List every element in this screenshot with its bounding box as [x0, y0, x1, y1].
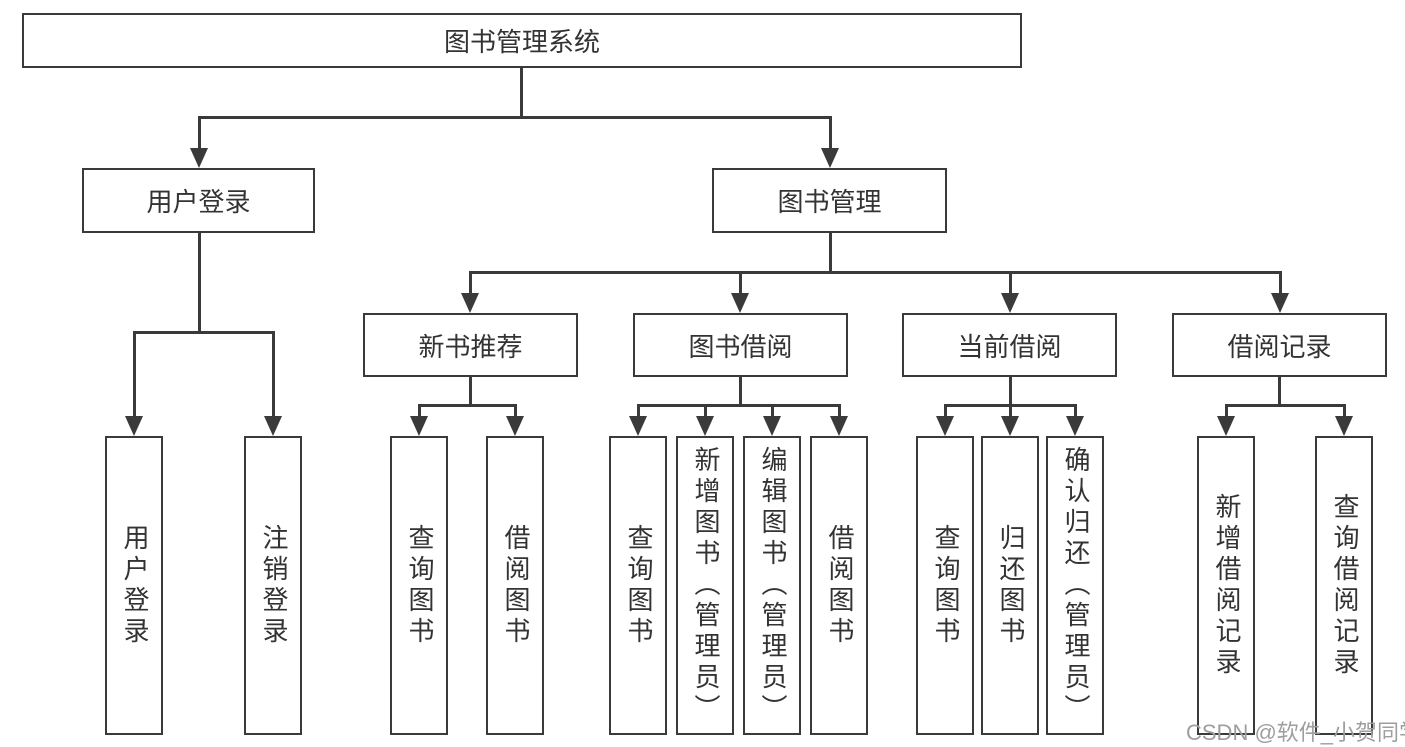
connector-line — [197, 116, 201, 148]
connector-line — [1073, 404, 1077, 417]
connector-line — [1009, 377, 1012, 407]
connector-line — [417, 404, 421, 417]
arrowhead-icon — [410, 416, 428, 436]
arrowhead-icon — [1001, 416, 1019, 436]
node-user-login: 用户登录 — [82, 168, 315, 233]
connector-line — [837, 404, 841, 417]
arrowhead-icon — [696, 416, 714, 436]
connector-line — [132, 331, 136, 417]
leaf-borrow-book-recommend: 借阅图书 — [486, 436, 544, 735]
connector-line — [828, 233, 832, 274]
arrowhead-icon — [731, 293, 749, 313]
arrowhead-icon — [1271, 293, 1289, 313]
arrowhead-icon — [1066, 416, 1084, 436]
arrowhead-icon — [264, 416, 282, 436]
leaf-edit-book-admin: 编辑图书（管理员） — [743, 436, 801, 735]
leaf-query-borrow-record: 查询借阅记录 — [1315, 436, 1373, 735]
arrowhead-icon — [821, 148, 839, 168]
connector-line — [417, 404, 517, 407]
connector-line — [1278, 271, 1282, 295]
arrowhead-icon — [125, 416, 143, 436]
connector-line — [1278, 377, 1281, 407]
leaf-logout: 注销登录 — [244, 436, 302, 735]
arrowhead-icon — [629, 416, 647, 436]
connector-line — [636, 404, 640, 417]
leaf-return-book: 归还图书 — [981, 436, 1039, 735]
connector-line — [519, 68, 523, 119]
node-borrow-records: 借阅记录 — [1172, 313, 1387, 377]
connector-line — [828, 116, 832, 148]
connector-line — [197, 233, 201, 334]
connector-line — [770, 404, 774, 417]
connector-line — [703, 404, 707, 417]
node-new-book-recommend: 新书推荐 — [363, 313, 578, 377]
arrowhead-icon — [1217, 416, 1235, 436]
connector-line — [739, 377, 742, 407]
arrowhead-icon — [190, 148, 208, 168]
arrowhead-icon — [830, 416, 848, 436]
connector-line — [197, 116, 832, 119]
connector-line — [738, 271, 742, 295]
connector-line — [132, 331, 275, 334]
arrowhead-icon — [506, 416, 524, 436]
leaf-query-book-current: 查询图书 — [916, 436, 974, 735]
connector-line — [1224, 404, 1228, 417]
connector-line — [468, 271, 472, 295]
leaf-user-login: 用户登录 — [105, 436, 163, 735]
connector-line — [943, 404, 947, 417]
arrowhead-icon — [461, 293, 479, 313]
node-book-borrow: 图书借阅 — [633, 313, 848, 377]
arrowhead-icon — [1335, 416, 1353, 436]
connector-line — [271, 331, 275, 417]
leaf-borrow-book: 借阅图书 — [810, 436, 868, 735]
arrowhead-icon — [763, 416, 781, 436]
leaf-query-book-recommend: 查询图书 — [390, 436, 448, 735]
node-root: 图书管理系统 — [22, 13, 1022, 68]
connector-line — [636, 404, 841, 407]
watermark: CSDN @软件_小贺同学 — [1186, 720, 1405, 745]
connector-line — [943, 404, 1077, 407]
leaf-add-borrow-record: 新增借阅记录 — [1197, 436, 1255, 735]
connector-line — [513, 404, 517, 417]
leaf-add-book-admin: 新增图书（管理员） — [676, 436, 734, 735]
connector-line — [1008, 271, 1012, 295]
arrowhead-icon — [1001, 293, 1019, 313]
arrowhead-icon — [936, 416, 954, 436]
connector-line — [1008, 404, 1012, 417]
connector-line — [469, 377, 472, 407]
leaf-query-book-borrow: 查询图书 — [609, 436, 667, 735]
leaf-confirm-return-admin: 确认归还（管理员） — [1046, 436, 1104, 735]
connector-line — [468, 271, 1282, 274]
node-book-management: 图书管理 — [712, 168, 947, 233]
node-current-borrow: 当前借阅 — [902, 313, 1117, 377]
connector-line — [1224, 404, 1346, 407]
connector-line — [1342, 404, 1346, 417]
